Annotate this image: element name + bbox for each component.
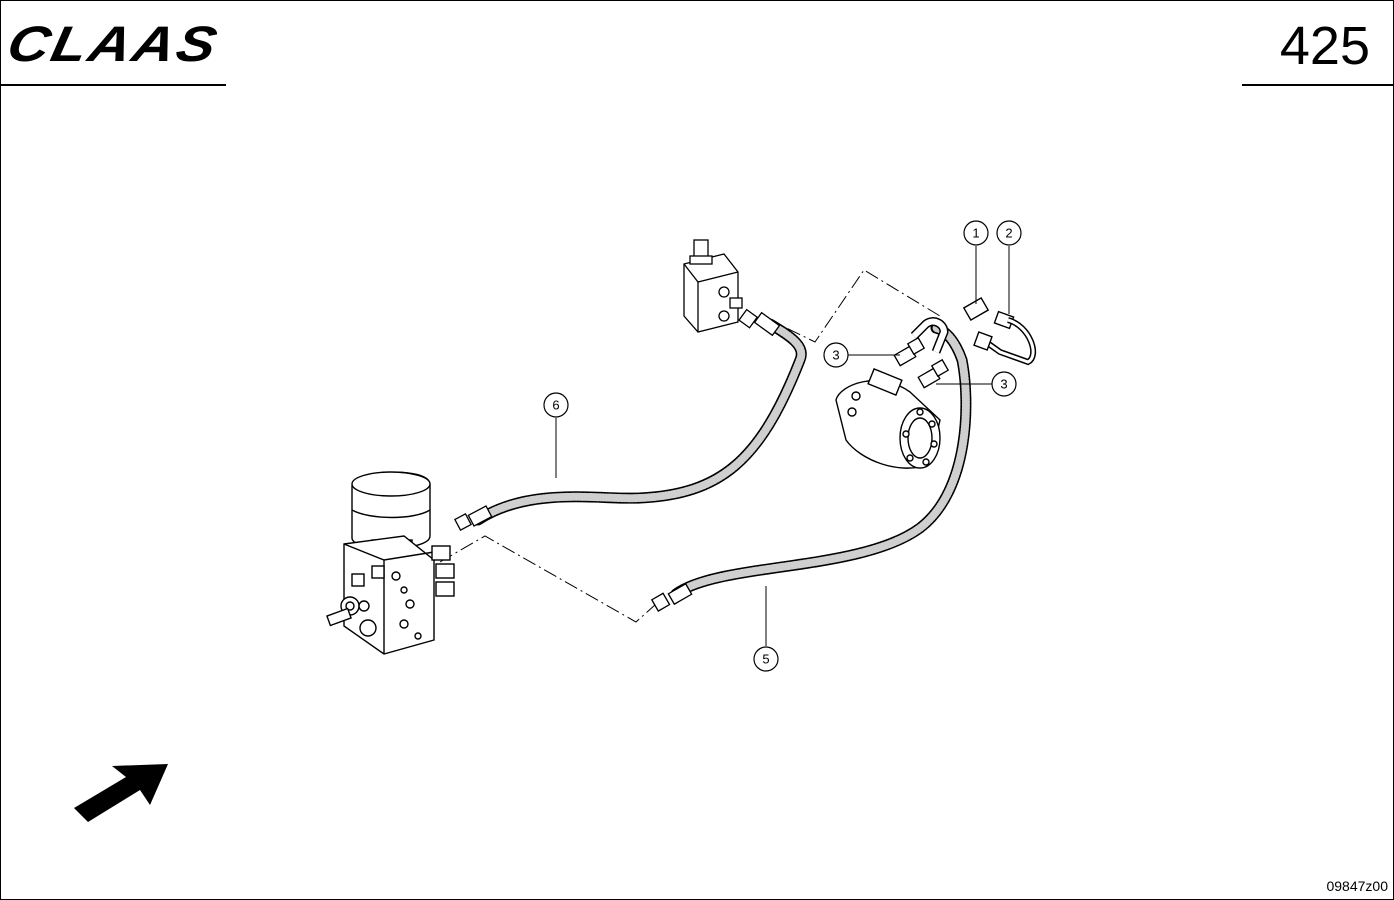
callout-2-label: 2 (1005, 226, 1012, 241)
drawing-code: 09847z00 (1326, 878, 1388, 894)
callout-5: 5 (753, 586, 779, 672)
fitting-hose5-left (667, 582, 693, 606)
fittings-3 (893, 336, 950, 389)
upper-valve (683, 239, 743, 333)
page-number: 425 (1279, 16, 1370, 76)
callout-3-left: 3 (823, 342, 900, 368)
elbow-and-pipe (910, 296, 1037, 366)
callout-1-label: 1 (972, 226, 979, 241)
callout-2: 2 (996, 220, 1022, 314)
hose-6 (472, 318, 807, 526)
fitting-hose6-right (753, 311, 781, 337)
reference-line-valve-to-motor (765, 269, 941, 343)
callout-1: 1 (963, 220, 989, 304)
nut-hose6-left (454, 513, 472, 531)
reference-line-block-to-hose5 (439, 535, 657, 623)
callout-6-label: 6 (552, 398, 559, 413)
fitting-hose6-left (467, 505, 493, 527)
reference-lines (439, 269, 941, 623)
callout-3a-label: 3 (832, 348, 839, 363)
valve-block-accumulator (326, 471, 455, 655)
hose-5 (670, 322, 972, 600)
nut-hose6-right (738, 308, 759, 329)
callout-5-label: 5 (762, 652, 769, 667)
header-rule-left (0, 84, 226, 86)
header-rule-right (1242, 84, 1394, 86)
callout-3b-label: 3 (1000, 377, 1007, 392)
arrow-northeast-icon (74, 764, 168, 822)
hose-fittings (454, 308, 781, 612)
nut-hose5-left (650, 592, 671, 612)
callout-3-right: 3 (936, 371, 1017, 397)
hydraulic-motor (835, 368, 941, 469)
callout-6: 6 (543, 392, 569, 478)
